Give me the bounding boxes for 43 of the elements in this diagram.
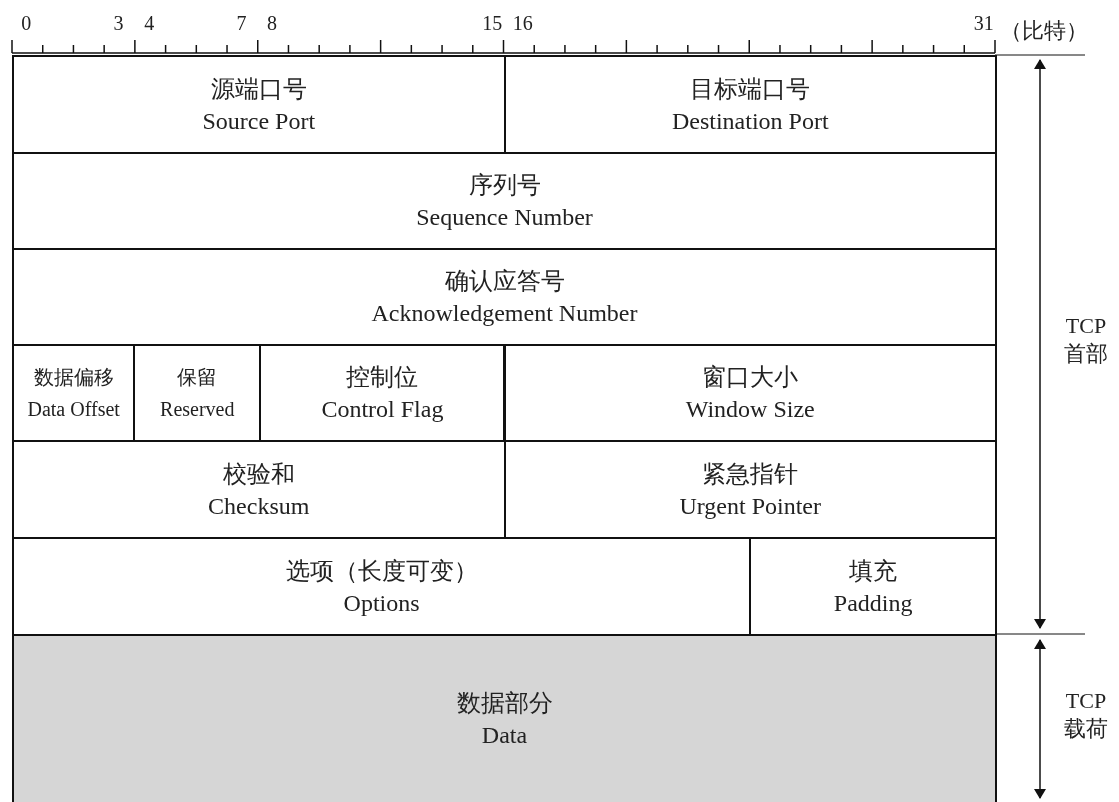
dimension-label: TCP 首部 bbox=[1063, 312, 1109, 368]
field-name-english: Urgent Pointer bbox=[679, 491, 821, 521]
bit-number: 3 bbox=[113, 12, 124, 35]
payload-field bbox=[12, 634, 997, 802]
header-field bbox=[12, 55, 506, 154]
bit-number: 15 bbox=[482, 12, 503, 35]
field-name-english: Sequence Number bbox=[416, 203, 593, 232]
field-name-english: Checksum bbox=[208, 491, 310, 521]
field-name-english: Data bbox=[481, 721, 528, 750]
field-name-chinese: 保留 bbox=[177, 365, 218, 390]
field-name-chinese: 紧急指针 bbox=[702, 459, 799, 489]
field-name-english: Acknowledgement Number bbox=[371, 299, 638, 328]
field-name-chinese: 填充 bbox=[849, 556, 898, 586]
bit-number: 31 bbox=[973, 12, 994, 35]
field-name-english: Control Flag bbox=[321, 395, 444, 424]
field-name-chinese: 目标端口号 bbox=[690, 74, 811, 104]
bit-number: 16 bbox=[512, 12, 533, 35]
field-name-english: Options bbox=[343, 588, 420, 618]
field-name-english: Padding bbox=[833, 588, 913, 618]
bit-number: 7 bbox=[236, 12, 247, 35]
field-name-chinese: 选项（长度可变） bbox=[285, 556, 478, 586]
header-field bbox=[503, 344, 997, 442]
unit-label: （比特） bbox=[1000, 17, 1088, 45]
field-name-chinese: 源端口号 bbox=[210, 74, 307, 104]
header-field bbox=[503, 55, 997, 154]
field-name-chinese: 控制位 bbox=[346, 363, 419, 392]
field-name-chinese: 数据偏移 bbox=[33, 365, 114, 390]
header-field bbox=[12, 152, 997, 250]
field-name-chinese: 窗口大小 bbox=[702, 363, 799, 392]
bit-number: 0 bbox=[21, 12, 32, 35]
bit-number: 8 bbox=[267, 12, 278, 35]
field-name-chinese: 序列号 bbox=[468, 171, 541, 200]
field-name-chinese: 数据部分 bbox=[456, 689, 553, 718]
field-name-chinese: 校验和 bbox=[222, 459, 295, 489]
field-name-english: Reserved bbox=[160, 397, 235, 422]
field-name-english: Destination Port bbox=[671, 106, 829, 136]
header-field bbox=[12, 248, 997, 346]
field-name-english: Data Offset bbox=[27, 397, 120, 422]
field-name-english: Window Size bbox=[685, 395, 815, 424]
field-name-english: Source Port bbox=[202, 106, 316, 136]
field-name-chinese: 确认应答号 bbox=[444, 267, 565, 296]
dimension-label: TCP 载荷 bbox=[1063, 687, 1109, 743]
bit-number: 4 bbox=[144, 12, 155, 35]
